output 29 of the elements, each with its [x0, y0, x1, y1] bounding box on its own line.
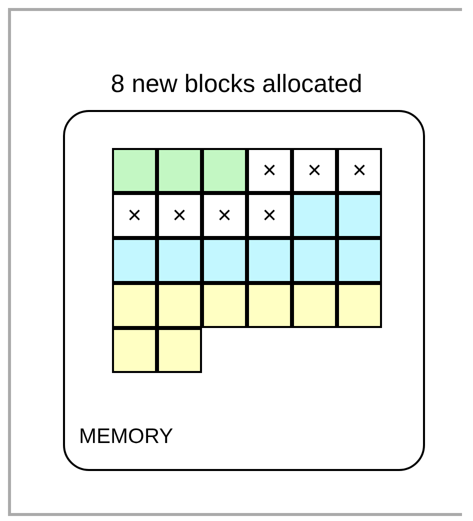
- memory-box: [63, 110, 425, 471]
- memory-block-cell: [247, 283, 292, 328]
- free-block-cell: ×: [292, 148, 337, 193]
- memory-block-cell: [157, 238, 202, 283]
- memory-block-cell: [157, 328, 202, 373]
- free-block-cell: ×: [247, 193, 292, 238]
- free-block-cell: ×: [112, 193, 157, 238]
- memory-block-cell: [292, 193, 337, 238]
- memory-block-cell: [202, 283, 247, 328]
- memory-block-cell: [157, 148, 202, 193]
- memory-block-cell: [337, 193, 382, 238]
- memory-block-cell: [202, 238, 247, 283]
- memory-block-cell: [112, 148, 157, 193]
- free-block-cell: ×: [247, 148, 292, 193]
- memory-block-cell: [337, 283, 382, 328]
- memory-label: MEMORY: [79, 425, 174, 449]
- memory-block-cell: [292, 238, 337, 283]
- memory-block-cell: [112, 238, 157, 283]
- memory-block-cell: [112, 283, 157, 328]
- title: 8 new blocks allocated: [110, 70, 364, 99]
- memory-block-cell: [247, 238, 292, 283]
- memory-block-cell: [112, 328, 157, 373]
- memory-block-cell: [157, 283, 202, 328]
- memory-block-cell: [292, 283, 337, 328]
- memory-block-cell: [337, 238, 382, 283]
- free-block-cell: ×: [202, 193, 247, 238]
- free-block-cell: ×: [337, 148, 382, 193]
- memory-block-cell: [202, 148, 247, 193]
- free-block-cell: ×: [157, 193, 202, 238]
